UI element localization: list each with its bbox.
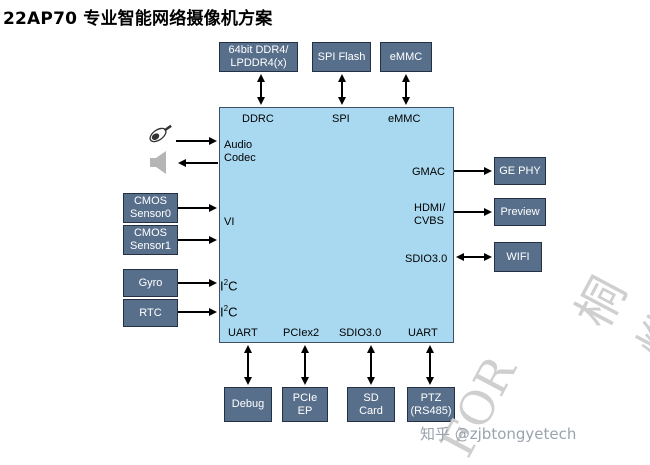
emmc-block: eMMC bbox=[380, 42, 432, 72]
i2c-label-rtc: I2C bbox=[220, 304, 238, 320]
sd-card-block: SD Card bbox=[347, 387, 395, 422]
vi-label: VI bbox=[224, 216, 235, 228]
spi-label: SPI bbox=[332, 113, 350, 125]
wifi-block: WIFI bbox=[494, 242, 542, 272]
sdio-right-label: SDIO3.0 bbox=[405, 253, 448, 265]
cmos-sensor1-block: CMOS Sensor1 bbox=[123, 225, 178, 255]
ge-phy-block: GE PHY bbox=[494, 157, 546, 185]
uart-right-label: UART bbox=[408, 327, 438, 339]
sdio-bottom-label: SDIO3.0 bbox=[339, 327, 382, 339]
rtc-block: RTC bbox=[123, 299, 178, 327]
gyro-block: Gyro bbox=[123, 269, 178, 297]
page-title: 22AP70 专业智能网络摄像机方案 bbox=[3, 9, 273, 29]
uart-left-label: UART bbox=[228, 327, 258, 339]
audio-codec-label: Audio Codec bbox=[224, 139, 256, 164]
i2c-label-gyro: I2C bbox=[220, 278, 238, 294]
ptz-rs485-block: PTZ (RS485) bbox=[407, 387, 455, 422]
emmc-label: eMMC bbox=[388, 113, 421, 125]
debug-block: Debug bbox=[224, 387, 272, 422]
hdmi-cvbs-label: HDMI/ CVBS bbox=[414, 202, 446, 227]
speaker-icon bbox=[150, 151, 166, 174]
ddr-block: 64bit DDR4/ LPDDR4(x) bbox=[219, 42, 298, 72]
microphone-icon bbox=[149, 124, 172, 143]
preview-block: Preview bbox=[494, 198, 546, 226]
spi-flash-block: SPI Flash bbox=[312, 42, 371, 72]
zhihu-watermark: 知乎 @zjbtongyetech bbox=[420, 425, 577, 443]
gmac-label: GMAC bbox=[412, 166, 445, 178]
pciex2-label: PCIex2 bbox=[283, 327, 320, 339]
pcie-ep-block: PCIe EP bbox=[282, 387, 328, 422]
cmos-sensor0-block: CMOS Sensor0 bbox=[123, 193, 178, 223]
ddrc-label: DDRC bbox=[242, 113, 274, 125]
soc-block bbox=[219, 107, 454, 343]
